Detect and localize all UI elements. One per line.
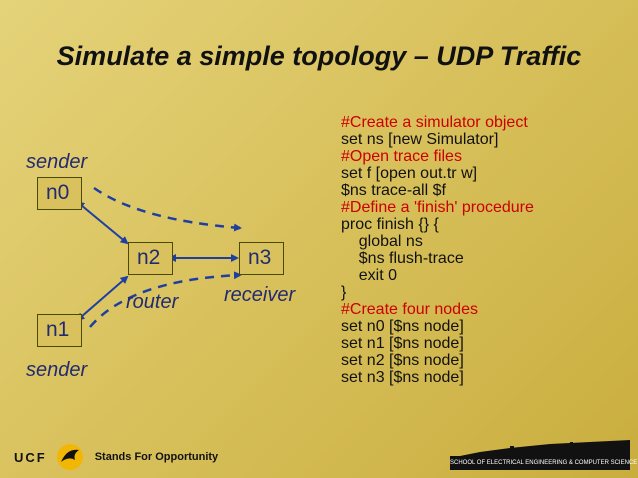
code-comment-line: #Create a simulator object — [341, 114, 528, 131]
code-line: exit 0 — [341, 267, 398, 284]
code-line: set n1 [$ns node] — [341, 335, 464, 352]
code-line: $ns flush-trace — [341, 250, 464, 267]
code-line: proc finish {} { — [341, 216, 439, 233]
node-n1 — [37, 314, 82, 347]
slide-title: Simulate a simple topology – UDP Traffic — [56, 41, 582, 71]
node-n2-label: n2 — [137, 246, 161, 269]
sender-top-label: sender — [26, 151, 88, 173]
link-n0-n2 — [76, 201, 129, 245]
node-n0 — [37, 177, 82, 210]
skyline-icon — [450, 440, 630, 458]
ucf-footer: UCF Stands For Opportunity — [14, 442, 218, 472]
school-banner: SCHOOL OF ELECTRICAL ENGINEERING & COMPU… — [450, 438, 637, 472]
link-n1-n2 — [76, 275, 129, 321]
code-line: set n0 [$ns node] — [341, 318, 464, 335]
code-line: set n2 [$ns node] — [341, 352, 464, 369]
ucf-tagline: Stands For Opportunity — [94, 451, 219, 463]
node-n3-label: n3 — [248, 246, 272, 269]
code-comment-line: #Open trace files — [341, 148, 462, 165]
node-n0-label: n0 — [46, 181, 70, 204]
code-comment-line: #Create four nodes — [341, 301, 478, 318]
pegasus-logo-icon — [56, 444, 83, 470]
node-n3 — [239, 242, 284, 275]
node-n1-label: n1 — [46, 318, 70, 341]
code-line: set n3 [$ns node] — [341, 369, 464, 386]
code-line: set ns [new Simulator] — [341, 131, 499, 148]
flow-n1-to-n3 — [89, 271, 242, 328]
node-n2 — [128, 242, 173, 275]
router-label: router — [126, 291, 179, 313]
code-line: global ns — [341, 233, 423, 250]
flow-n0-to-n3 — [93, 186, 242, 232]
school-name: SCHOOL OF ELECTRICAL ENGINEERING & COMPU… — [450, 456, 637, 470]
receiver-label: receiver — [224, 284, 296, 306]
sender-bottom-label: sender — [26, 359, 88, 381]
code-line: $ns trace-all $f — [341, 182, 446, 199]
code-line: } — [341, 284, 347, 301]
code-comment-line: #Define a 'finish' procedure — [341, 199, 534, 216]
ucf-wordmark: UCF — [14, 449, 47, 465]
code-line: set f [open out.tr w] — [341, 165, 478, 182]
